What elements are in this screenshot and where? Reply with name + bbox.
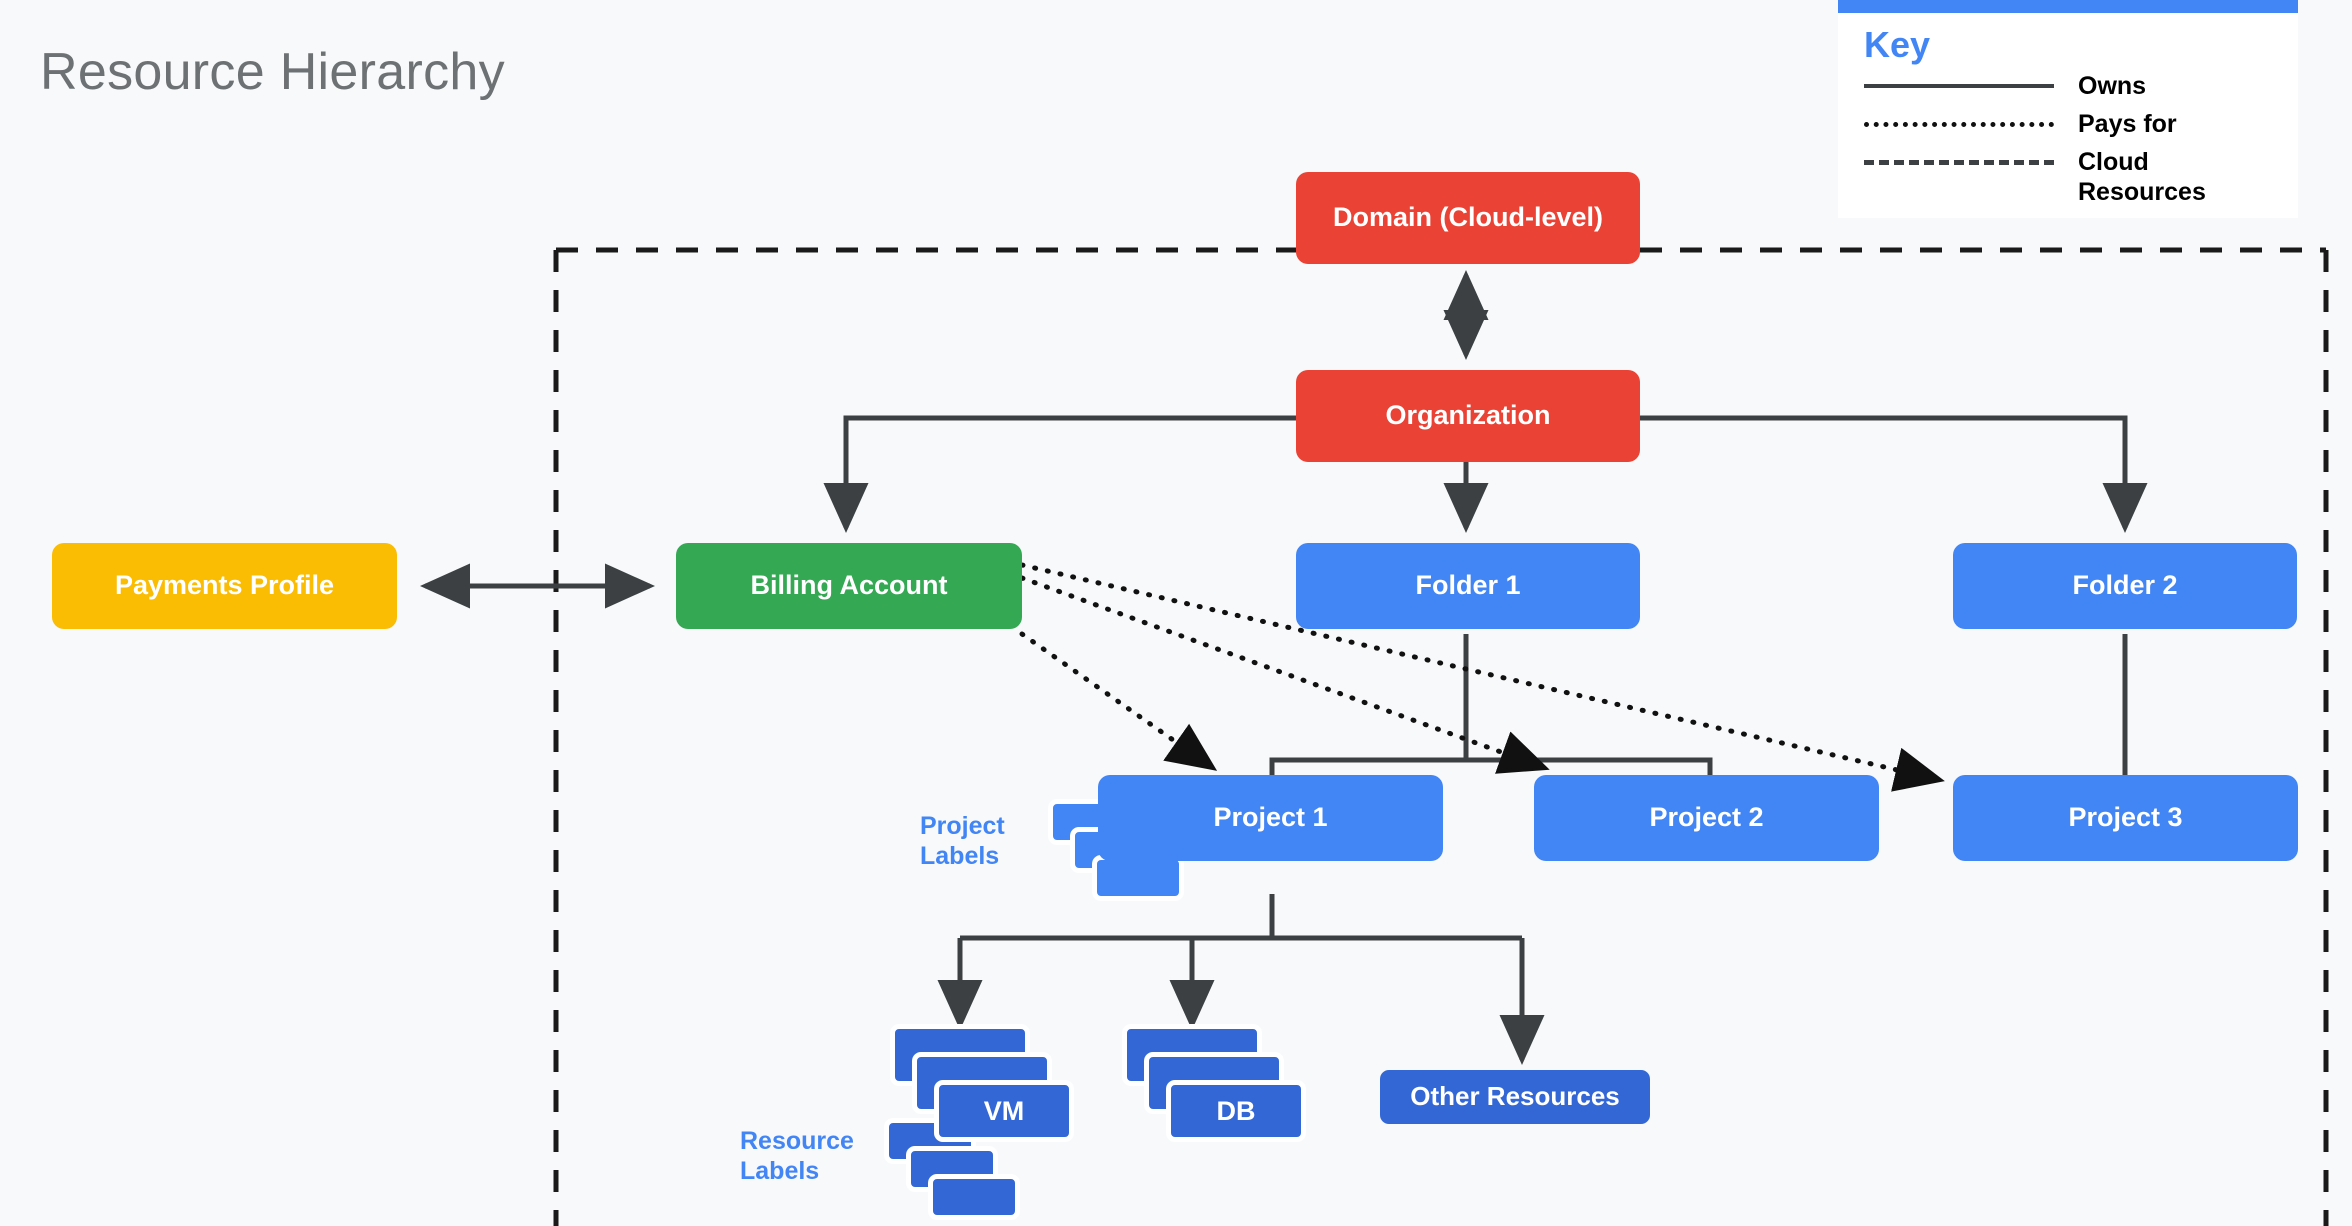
edge-organization-folder2 [1640,415,2148,533]
node-payments-profile[interactable]: Payments Profile [52,543,397,629]
legend-title: Key [1864,24,1931,65]
node-db[interactable]: DB [1166,1080,1306,1142]
legend-label-cloud-resources: Cloud Resources [2078,148,2206,206]
node-project-3[interactable]: Project 3 [1953,775,2298,861]
resource-label-card [928,1174,1020,1220]
legend-item-pays-for: Pays for [1838,109,2298,139]
node-organization[interactable]: Organization [1296,370,1640,462]
node-other-resources[interactable]: Other Resources [1375,1065,1655,1129]
legend-item-owns: Owns [1838,71,2298,101]
legend-label-pays-for: Pays for [2078,110,2177,138]
node-vm[interactable]: VM [934,1080,1074,1142]
legend-panel: Key Owns Pays for Cloud Resources [1838,0,2298,218]
page-title: Resource Hierarchy [40,43,505,101]
node-billing-account[interactable]: Billing Account [676,543,1022,629]
node-project-1[interactable]: Project 1 [1098,775,1443,861]
dashed-line-icon [1864,147,2054,177]
edge-organization-billing [823,415,1296,533]
legend-accent-bar [1838,0,2298,13]
node-folder-1[interactable]: Folder 1 [1296,543,1640,629]
dotted-line-icon [1864,109,2054,139]
project-labels-annotation: Project Labels [920,812,1005,870]
node-domain[interactable]: Domain (Cloud-level) [1296,172,1640,264]
node-folder-2[interactable]: Folder 2 [1953,543,2297,629]
solid-line-icon [1864,71,2054,101]
resource-labels-annotation: Resource Labels [740,1127,854,1185]
legend-label-owns: Owns [2078,72,2147,100]
edge-project1-bus [960,894,1522,941]
legend-item-cloud-resources: Cloud Resources [1838,147,2298,207]
project-label-card [1092,855,1184,901]
node-project-2[interactable]: Project 2 [1534,775,1879,861]
edge-billing-pays-project1 [1019,631,1218,771]
